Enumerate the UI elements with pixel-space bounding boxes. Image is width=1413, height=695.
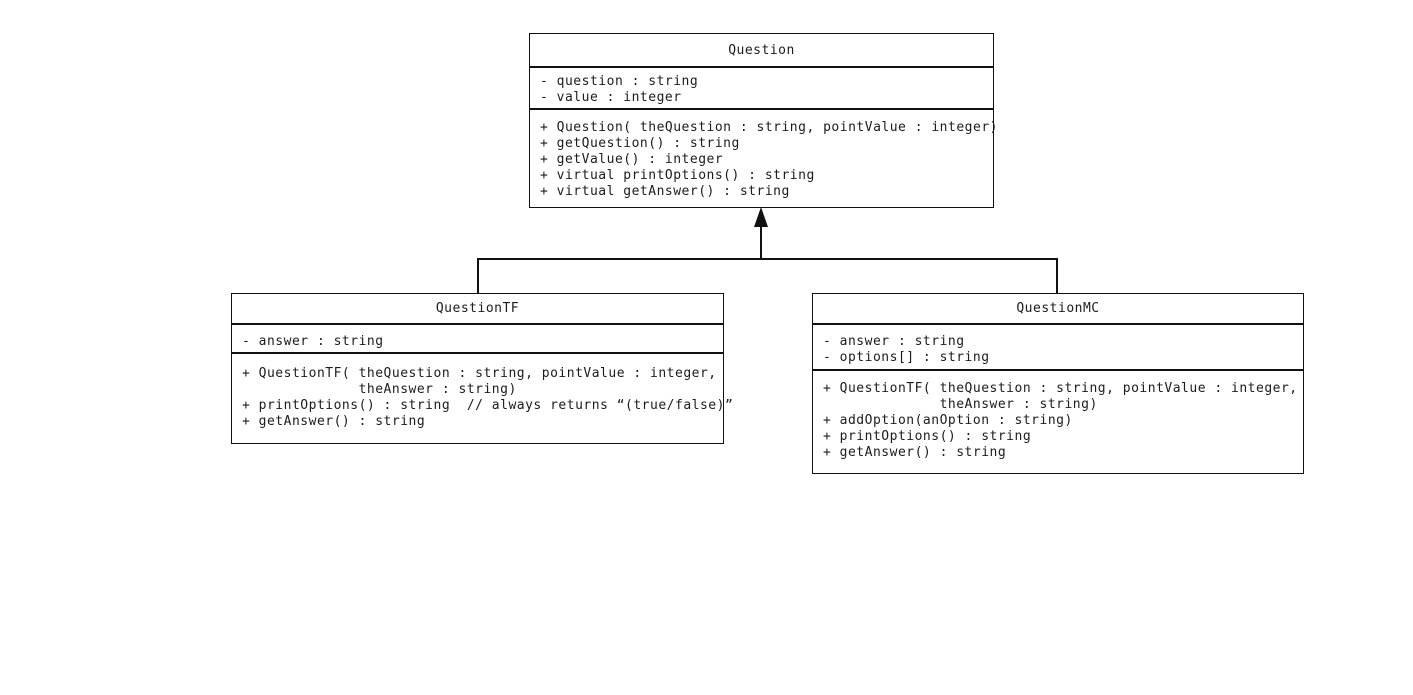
class-box-questionmc: QuestionMC - answer : string - options[]… xyxy=(812,293,1304,474)
method-line: + getQuestion() : string xyxy=(540,136,740,151)
class-name-question: Question xyxy=(530,34,993,68)
method-line: theAnswer : string) xyxy=(823,397,1098,412)
method-line: + getAnswer() : string xyxy=(242,414,426,429)
attributes-compartment-question: - question : string - value : integer xyxy=(530,68,993,110)
class-name-questiontf: QuestionTF xyxy=(232,294,723,325)
attribute-line: - value : integer xyxy=(540,90,682,105)
methods-compartment-questiontf: + QuestionTF( theQuestion : string, poin… xyxy=(232,354,734,430)
method-line: + virtual printOptions() : string xyxy=(540,168,815,183)
method-line: + virtual getAnswer() : string xyxy=(540,184,790,199)
inheritance-arrow-stem xyxy=(760,226,762,259)
method-line: + printOptions() : string xyxy=(823,429,1032,444)
method-line: theAnswer : string) xyxy=(242,382,517,397)
class-box-questiontf: QuestionTF - answer : string + QuestionT… xyxy=(231,293,734,444)
class-name-questionmc: QuestionMC xyxy=(813,294,1303,325)
inheritance-connector-right xyxy=(1056,258,1058,293)
method-line: + QuestionTF( theQuestion : string, poin… xyxy=(242,366,717,381)
method-line: + getValue() : integer xyxy=(540,152,724,167)
attribute-line: - options[] : string xyxy=(823,350,990,365)
attribute-line: - question : string xyxy=(540,74,699,89)
class-box-question: Question - question : string - value : i… xyxy=(529,33,998,208)
method-line: + printOptions() : string // always retu… xyxy=(242,398,734,413)
methods-compartment-questionmc: + QuestionTF( theQuestion : string, poin… xyxy=(813,371,1303,461)
inheritance-connector-left xyxy=(477,258,479,293)
attribute-line: - answer : string xyxy=(242,334,384,349)
method-line: + addOption(anOption : string) xyxy=(823,413,1073,428)
attribute-line: - answer : string xyxy=(823,334,965,349)
attributes-compartment-questiontf: - answer : string xyxy=(232,325,723,354)
inheritance-arrowhead-icon xyxy=(754,207,768,227)
method-line: + QuestionTF( theQuestion : string, poin… xyxy=(823,381,1298,396)
attributes-compartment-questionmc: - answer : string - options[] : string xyxy=(813,325,1303,371)
method-line: + getAnswer() : string xyxy=(823,445,1007,460)
inheritance-connector-horizontal xyxy=(477,258,1058,260)
methods-compartment-question: + Question( theQuestion : string, pointV… xyxy=(530,110,998,200)
method-line: + Question( theQuestion : string, pointV… xyxy=(540,120,998,135)
